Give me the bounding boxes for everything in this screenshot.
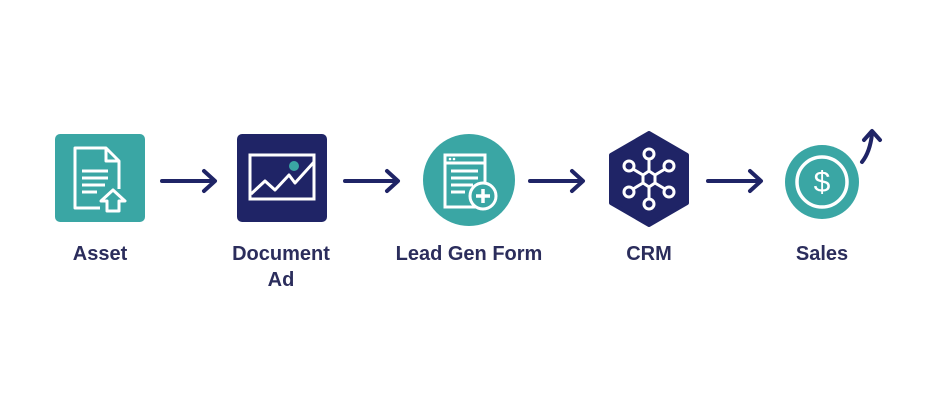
arrow-right-icon	[343, 168, 403, 194]
step-lead-gen-form	[423, 134, 515, 226]
document-upload-icon	[55, 134, 145, 222]
form-add-icon	[423, 134, 515, 226]
arrow-up-icon	[858, 126, 888, 166]
step-label-sales: Sales	[795, 243, 849, 265]
chart-image-icon	[237, 134, 327, 222]
step-label-document: Document	[232, 243, 330, 265]
step-document-ad	[237, 134, 327, 222]
dollar-coin-icon: $	[785, 145, 859, 219]
step-label-document-ad: Document Ad	[201, 241, 361, 293]
network-hub-icon	[609, 131, 689, 227]
step-asset	[55, 134, 145, 222]
arrow-right-icon	[160, 168, 220, 194]
step-label-asset: Asset	[72, 243, 128, 265]
step-label-lead-gen-form: Lead Gen Form	[395, 243, 543, 265]
arrow-right-icon	[528, 168, 588, 194]
step-label-ad: Ad	[267, 269, 295, 291]
step-label-crm: CRM	[626, 243, 672, 265]
step-sales: $	[784, 144, 860, 220]
step-crm	[607, 131, 691, 227]
svg-text:$: $	[814, 166, 831, 199]
arrow-right-icon	[706, 168, 766, 194]
